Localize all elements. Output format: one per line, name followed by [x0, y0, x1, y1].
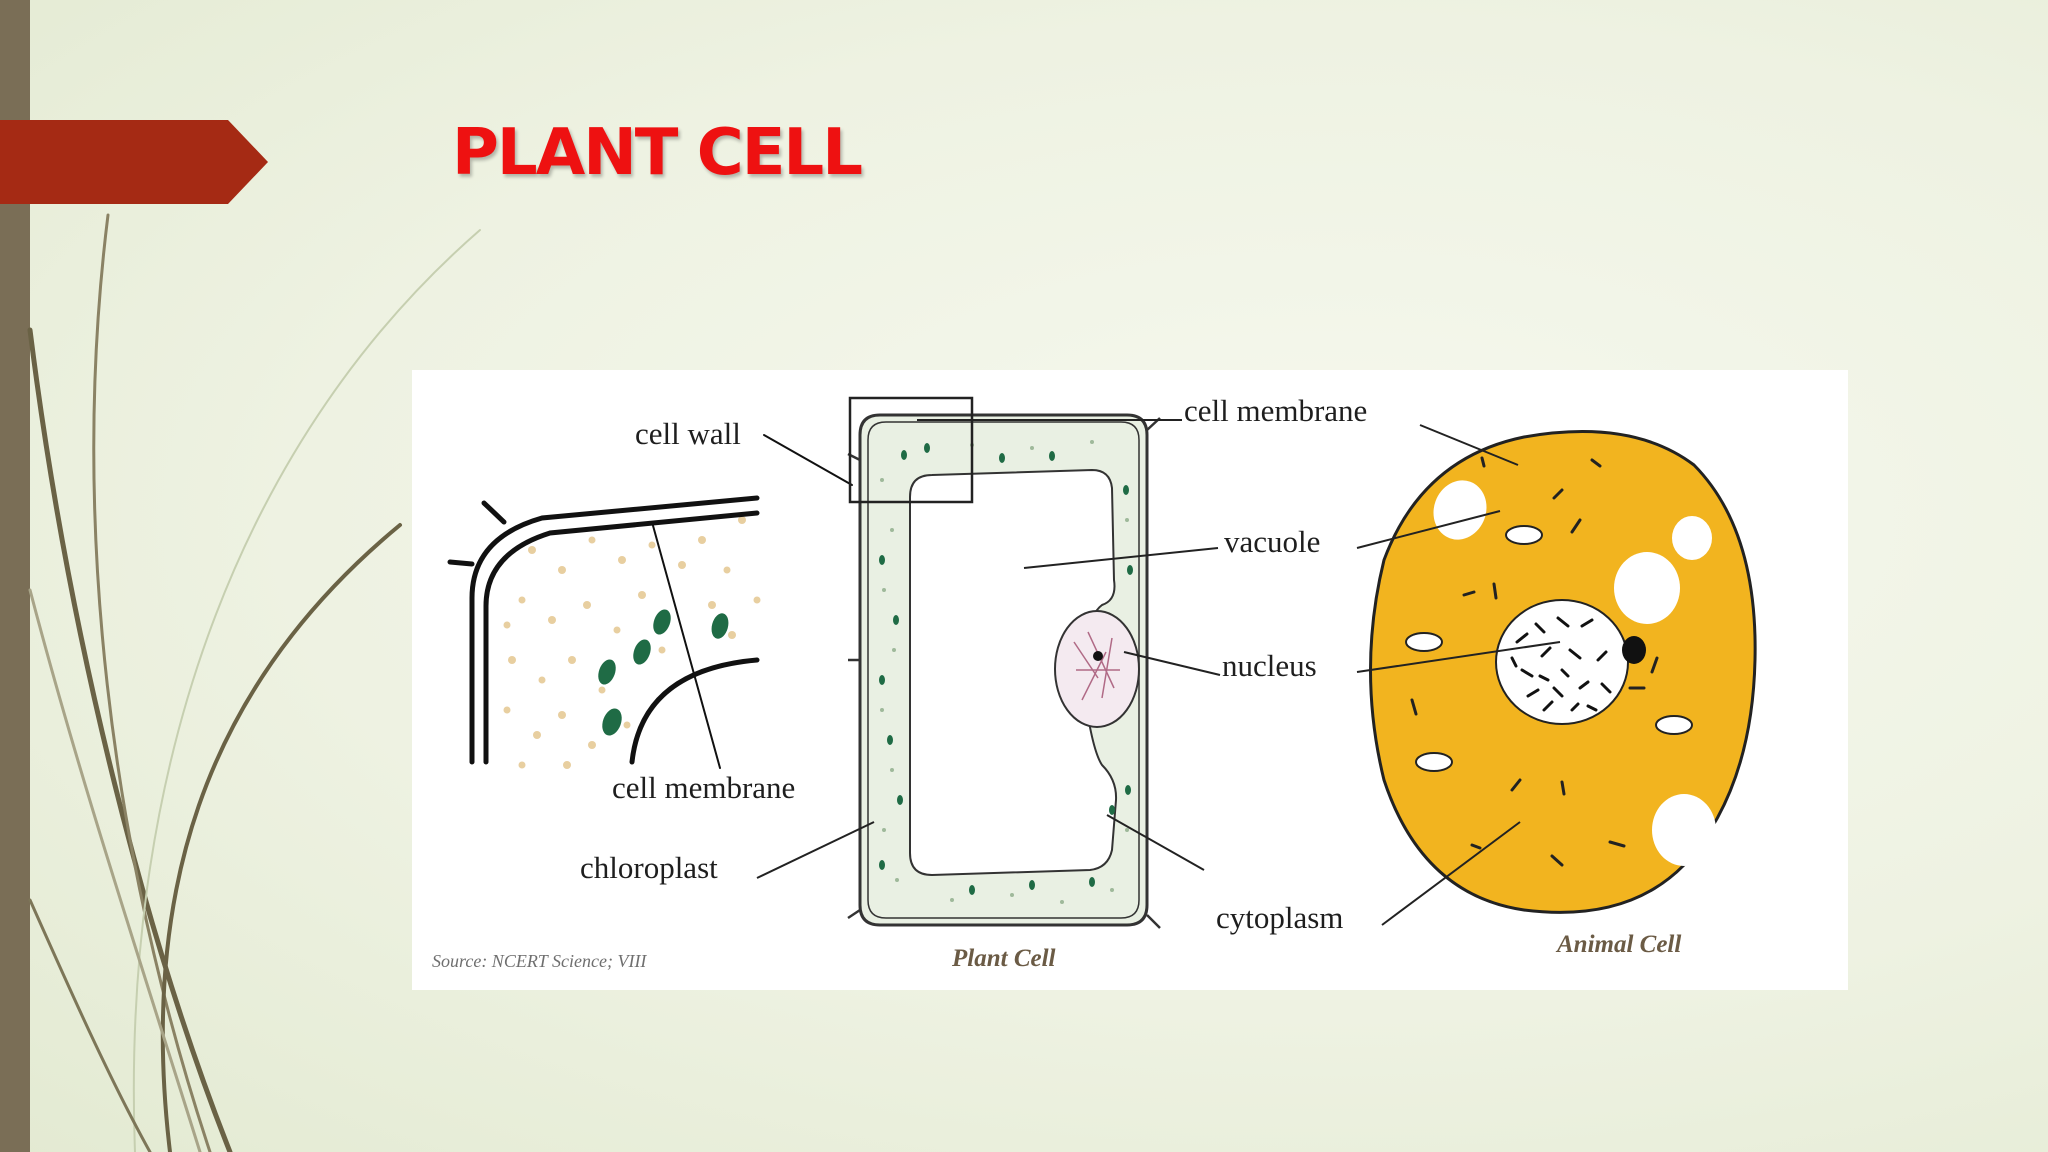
- cell-wall: [858, 413, 1149, 927]
- caption-animal-cell: Animal Cell: [1557, 931, 1682, 958]
- leader-line: [1023, 547, 1219, 569]
- swoosh-line: [28, 898, 152, 1152]
- vacuole-white: [1652, 794, 1716, 866]
- plant-cell: [756, 396, 1221, 929]
- mitochondria: [1405, 525, 1693, 772]
- title-arrow-shape: [0, 120, 268, 204]
- chloroplasts: [598, 609, 729, 736]
- granules: [503, 516, 761, 769]
- vacuole-white: [1672, 516, 1712, 560]
- label-cell-membrane: cell membrane: [1184, 393, 1368, 428]
- leader-line: [1123, 651, 1221, 676]
- label-cell-wall: cell wall: [635, 416, 741, 451]
- vacuole: [909, 468, 1118, 877]
- plant-chloroplasts: [879, 443, 1133, 895]
- membrane-curve: [629, 657, 760, 765]
- cell-wall-outer: [469, 495, 760, 765]
- cell-membrane-line: [867, 421, 1140, 919]
- leader-line: [1419, 424, 1519, 466]
- label-cytoplasm: cytoplasm: [1216, 900, 1344, 935]
- leader-line: [756, 821, 875, 879]
- organelle-dashes: [1410, 456, 1659, 867]
- label-vacuole: vacuole: [1224, 524, 1321, 559]
- zoomed-cell-corner: [447, 434, 853, 769]
- zoom-box: [848, 396, 974, 504]
- animal-nucleus: [1495, 599, 1646, 725]
- swoosh-line: [160, 523, 402, 1152]
- leader-line: [651, 521, 721, 769]
- wall-junction: [481, 500, 507, 525]
- swoosh-line: [132, 229, 481, 1152]
- wall-junction: [447, 559, 475, 567]
- cell-diagram: cell wall cell membrane chloroplast cell…: [412, 370, 1848, 990]
- plant-nucleus: [1054, 610, 1140, 728]
- source-citation: Source: NCERT Science; VIII: [432, 951, 647, 971]
- slide-title: PLANT CELL: [452, 116, 863, 190]
- leader-line: [1356, 641, 1561, 673]
- leader-line: [763, 434, 853, 486]
- label-cell-membrane-zoom: cell membrane: [612, 770, 796, 805]
- leader-line: [1356, 510, 1501, 549]
- cell-wall-inner: [483, 510, 760, 765]
- label-nucleus: nucleus: [1222, 648, 1317, 683]
- leader-line: [1381, 821, 1521, 926]
- swoosh-line: [27, 327, 233, 1152]
- swoosh-line: [28, 588, 202, 1152]
- vacuole-white: [1614, 552, 1680, 624]
- label-chloroplast: chloroplast: [580, 850, 718, 885]
- decorative-swooshes: [27, 213, 481, 1152]
- leader-line: [1106, 814, 1205, 871]
- animal-cell: [1356, 424, 1757, 926]
- swoosh-line: [92, 213, 212, 1152]
- caption-plant-cell: Plant Cell: [952, 945, 1056, 972]
